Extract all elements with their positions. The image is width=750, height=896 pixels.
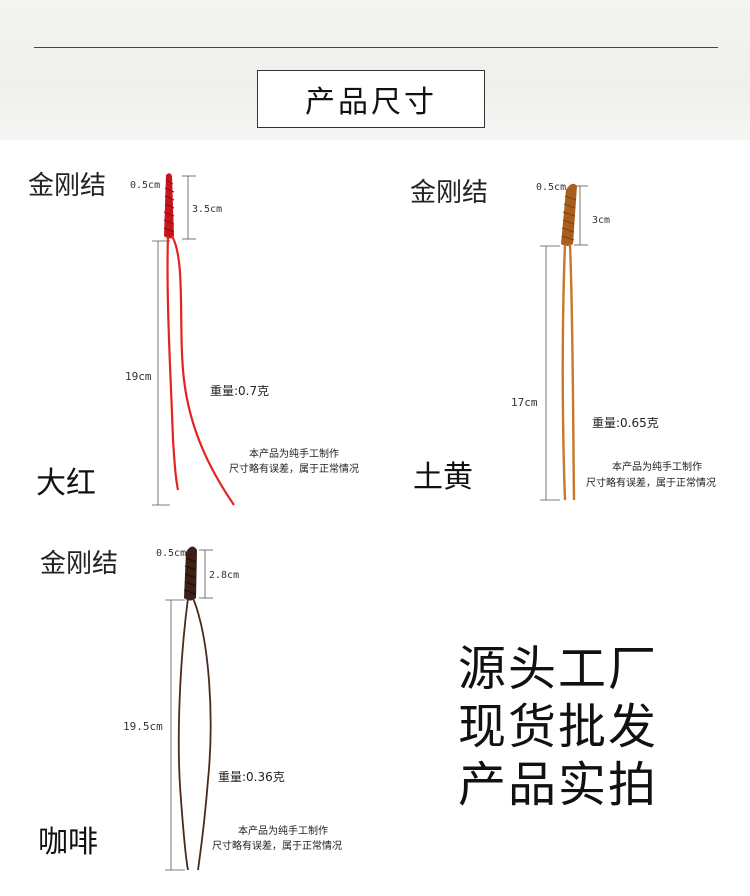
color-name-ochre: 土黄 — [413, 460, 473, 495]
knot-length-coffee: 2.8cm — [209, 570, 240, 581]
note-ochre: 本产品为纯手工制作 — [612, 462, 702, 473]
product-label-coffee: 金刚结 — [40, 549, 119, 579]
note-coffee-line2: 尺寸略有误差，属于正常情况 — [212, 841, 342, 852]
coffee-cord-graphic — [165, 546, 213, 871]
product-label-red: 金刚结 — [28, 171, 107, 201]
slogan: 源头工厂 现货批发 产品实拍 — [458, 640, 658, 814]
slogan-line-1: 源头工厂 — [458, 641, 659, 697]
weight-ochre: 重量:0.65克 — [592, 416, 659, 430]
coffee-knot — [184, 546, 197, 601]
total-length-coffee: 19.5cm — [123, 720, 163, 733]
knot-length-red: 3.5cm — [192, 204, 223, 215]
note-ochre-line2: 尺寸略有误差，属于正常情况 — [586, 478, 716, 489]
slogan-line-2: 现货批发 — [458, 699, 659, 755]
color-name-coffee: 咖啡 — [38, 825, 98, 860]
note-red: 本产品为纯手工制作 — [249, 449, 339, 460]
page-title: 产品尺寸 — [257, 70, 485, 128]
note-coffee: 本产品为纯手工制作 — [238, 826, 328, 837]
top-width-ochre: 0.5cm — [536, 182, 567, 193]
weight-red: 重量:0.7克 — [210, 384, 270, 398]
red-cord-graphic — [152, 173, 235, 506]
total-length-ochre: 17cm — [511, 396, 538, 409]
ochre-cord-graphic — [540, 183, 588, 501]
top-width-red: 0.5cm — [130, 180, 161, 191]
coffee-strand-right — [192, 597, 212, 871]
ochre-strand-right — [568, 243, 576, 501]
note-red-line2: 尺寸略有误差，属于正常情况 — [229, 464, 359, 475]
product-label-ochre: 金刚结 — [410, 178, 489, 208]
coffee-strand-left — [177, 597, 189, 871]
weight-coffee: 重量:0.36克 — [218, 770, 285, 784]
header-divider — [34, 47, 718, 48]
red-strand-right — [171, 235, 235, 506]
ochre-strand-left — [561, 243, 567, 501]
top-width-coffee: 0.5cm — [156, 548, 187, 559]
red-strand-left — [166, 235, 180, 491]
total-length-red: 19cm — [125, 370, 152, 383]
color-name-red: 大红 — [36, 466, 96, 501]
knot-length-ochre: 3cm — [592, 215, 611, 226]
slogan-line-3: 产品实拍 — [458, 757, 659, 813]
